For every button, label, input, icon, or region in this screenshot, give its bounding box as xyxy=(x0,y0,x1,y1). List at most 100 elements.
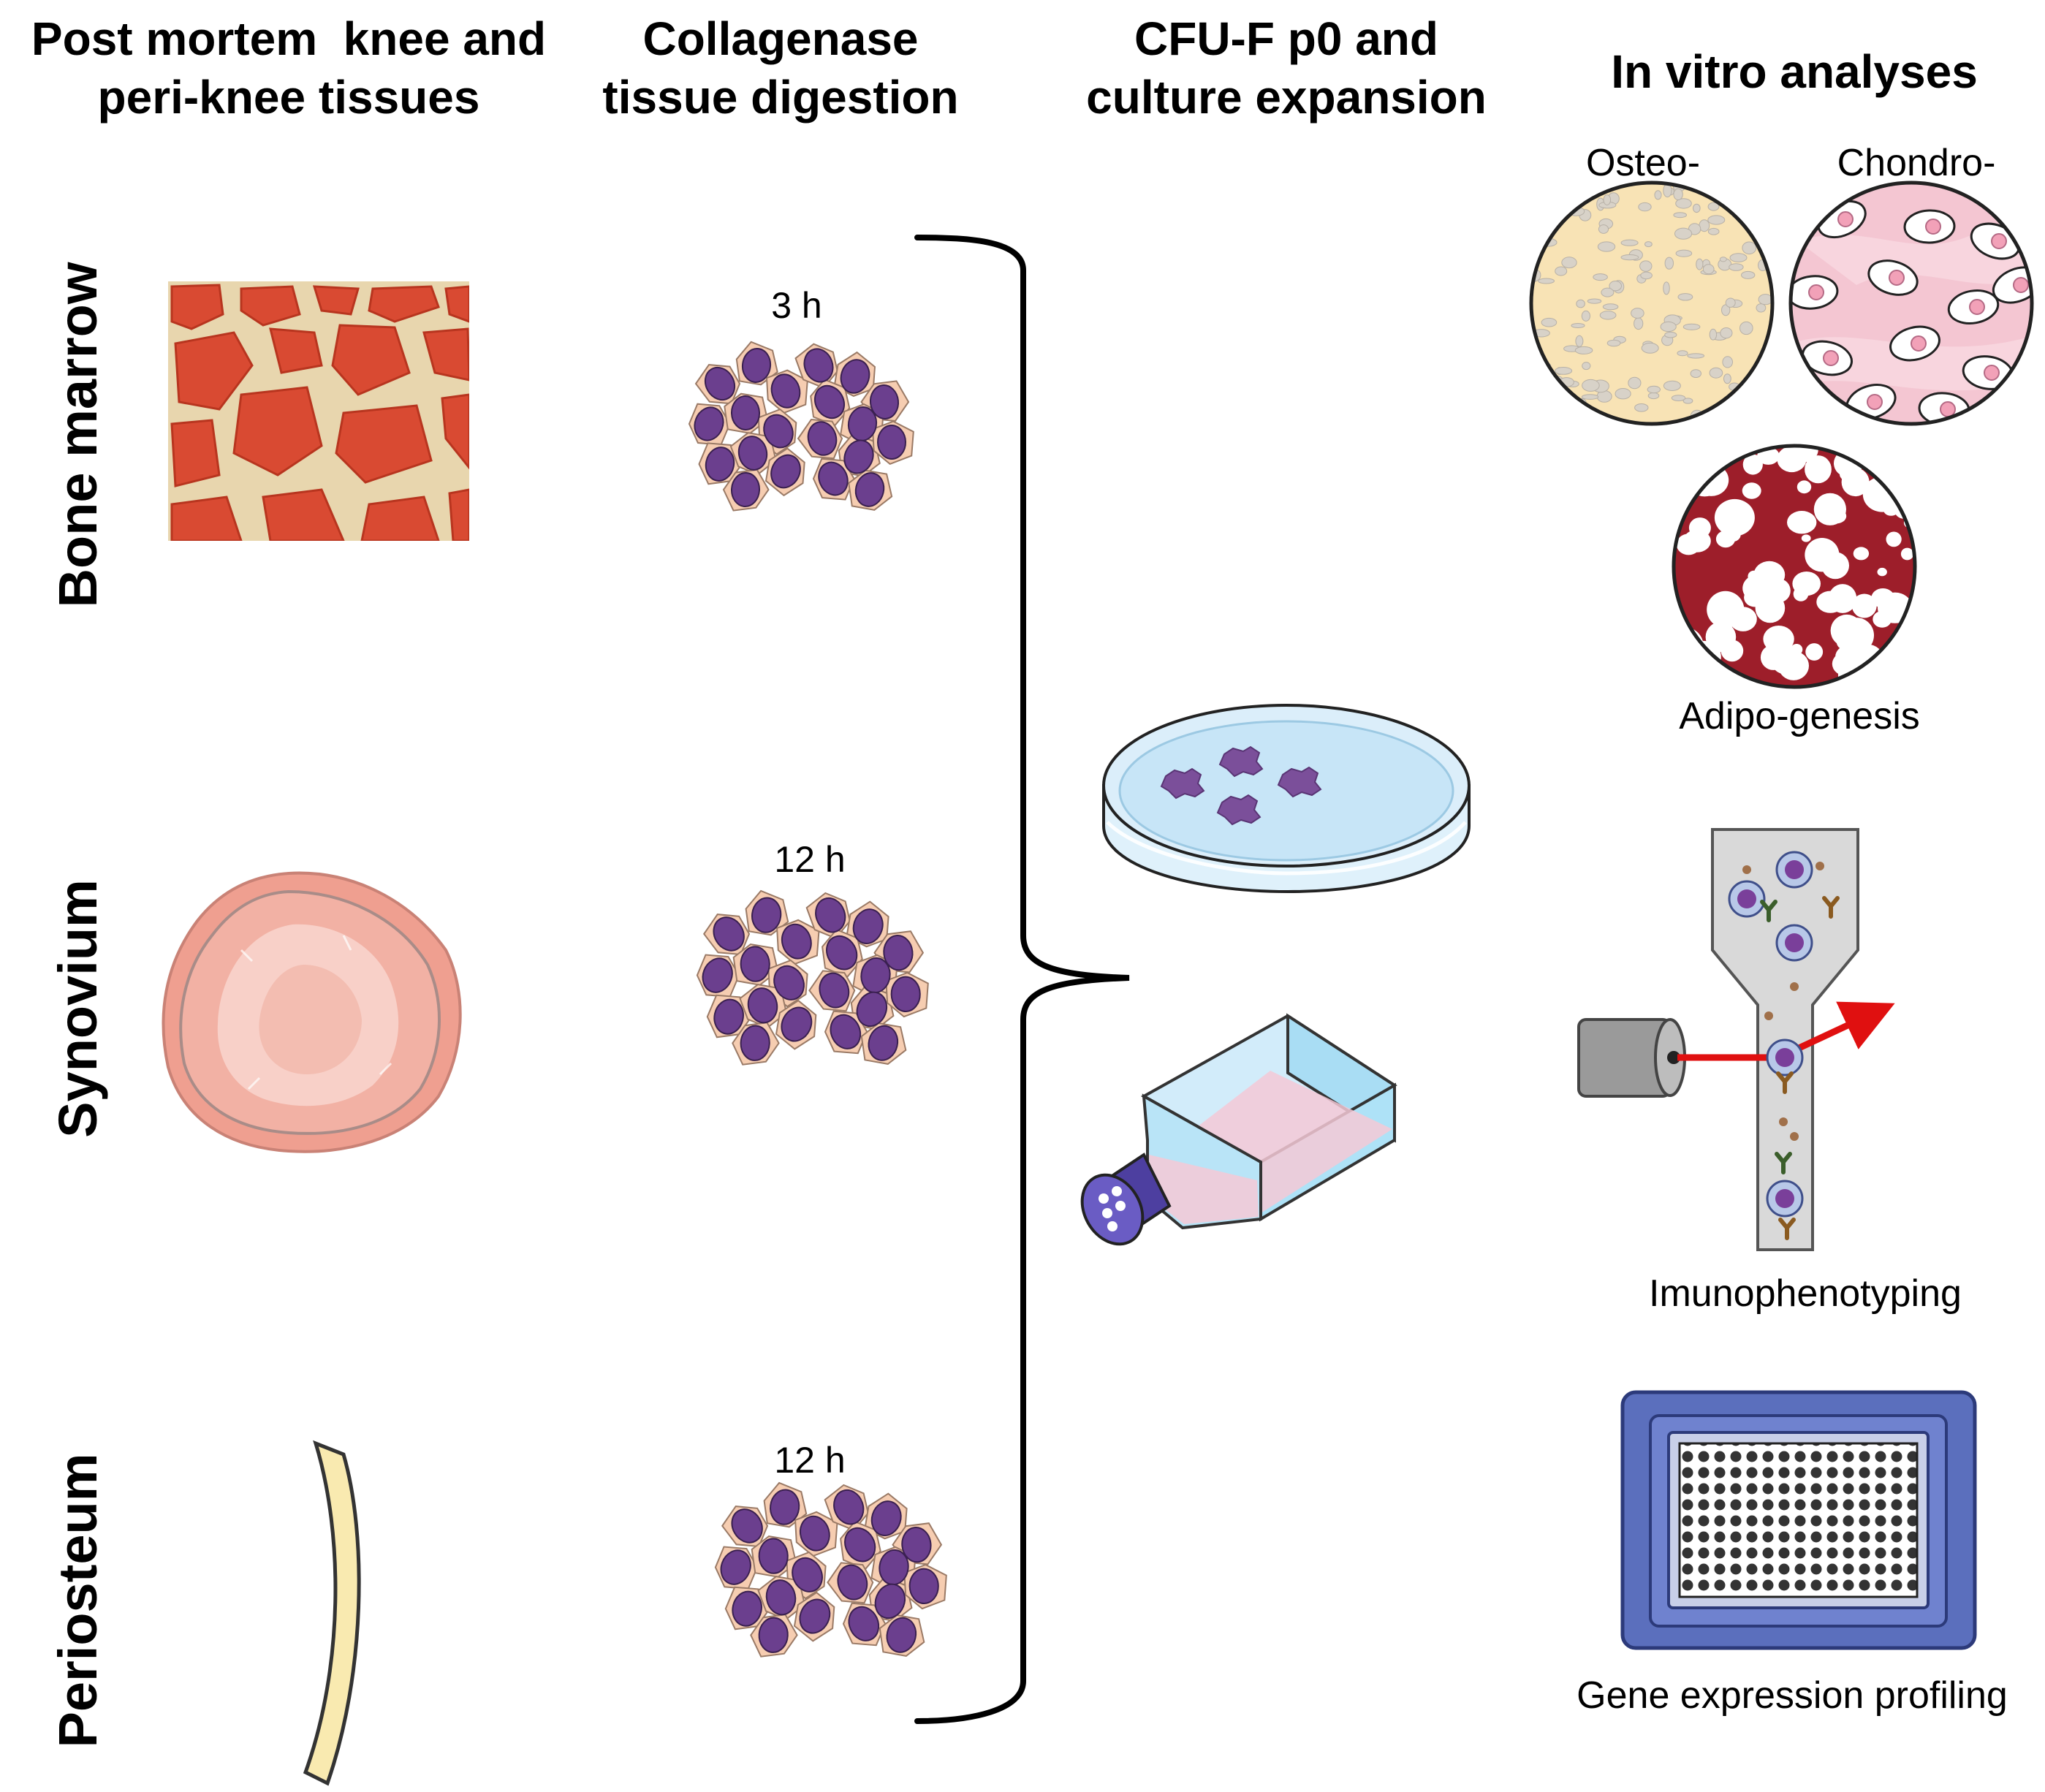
cell-nucleus xyxy=(770,454,801,489)
osteo-dot xyxy=(1707,215,1726,225)
cell-nucleus xyxy=(868,1025,899,1061)
osteo-dot xyxy=(1762,357,1770,366)
cell-nucleus xyxy=(741,348,772,383)
osteo-dot xyxy=(1674,227,1693,240)
chondrocyte-nucleus xyxy=(1925,219,1941,235)
osteo-dot xyxy=(1654,190,1662,200)
osteo-dot xyxy=(1690,369,1702,379)
osteo-dot xyxy=(1582,379,1600,392)
osteo-dot xyxy=(1598,224,1609,234)
lipid-droplet xyxy=(1805,643,1824,661)
particle xyxy=(1764,1011,1773,1020)
osteo-dot xyxy=(1671,395,1686,401)
cell-nucleus xyxy=(763,414,794,449)
particle xyxy=(1779,1117,1788,1126)
lipid-droplet xyxy=(1714,498,1755,536)
header-col1-line2: peri-knee tissues xyxy=(98,71,480,124)
cell-nucleus xyxy=(713,916,745,952)
cell-nucleus xyxy=(740,946,770,982)
osteo-dot xyxy=(1673,212,1687,219)
cell-nucleus xyxy=(813,384,846,419)
osteo-dot xyxy=(1628,376,1642,390)
lipid-droplet xyxy=(1763,626,1794,653)
lipid-droplet xyxy=(1742,482,1761,499)
osteo-dot xyxy=(1729,253,1748,262)
cell-nucleus xyxy=(747,987,778,1024)
chondrocyte-nucleus xyxy=(2013,277,2029,293)
cell-nucleus xyxy=(807,421,838,456)
header-col2-line2: tissue digestion xyxy=(602,71,958,124)
cell-nucleus xyxy=(799,1515,830,1552)
lipid-droplet xyxy=(1805,538,1840,572)
row-label-bone-marrow: Bone marrow xyxy=(48,262,108,607)
osteo-dot xyxy=(1631,308,1644,319)
osteo-dot xyxy=(1599,311,1617,320)
antibody xyxy=(1776,1071,1794,1094)
cell-nucleus xyxy=(874,1583,906,1620)
chondrocyte-nucleus xyxy=(1940,401,1956,417)
flow-cell-nucleus xyxy=(1785,933,1804,952)
lipid-droplet xyxy=(1840,467,1858,482)
osteo-dot xyxy=(1603,194,1612,205)
osteo-dot xyxy=(1569,189,1579,196)
lipid-droplet xyxy=(1778,650,1809,680)
row-label-periosteum: Periosteum xyxy=(48,1453,108,1747)
osteo-dot xyxy=(1756,303,1767,313)
lipid-droplet xyxy=(1886,531,1902,547)
cell-nucleus xyxy=(869,384,900,419)
cell-nucleus xyxy=(833,1489,865,1525)
lipid-droplet xyxy=(1787,511,1817,534)
osteo-dot xyxy=(1531,183,1539,191)
chondrocyte-nucleus xyxy=(1991,233,2007,249)
cell-nucleus xyxy=(826,935,858,971)
periosteum-icon xyxy=(303,1440,361,1786)
lipid-droplet xyxy=(1853,547,1870,561)
petri-dish-icon xyxy=(1102,704,1471,894)
lipid-droplet xyxy=(1797,480,1812,494)
cell-nucleus xyxy=(848,1606,880,1641)
culture-flask-icon xyxy=(1080,1013,1397,1246)
cell-nucleus xyxy=(702,957,733,993)
adipogenesis-label: Adipo-genesis xyxy=(1679,695,1920,737)
chondrocyte-nucleus xyxy=(1911,335,1927,352)
cell-nucleus xyxy=(781,1006,813,1042)
chondrocyte-nucleus xyxy=(1984,365,2000,381)
osteo-dot xyxy=(1729,263,1744,271)
osteo-dot xyxy=(1664,331,1677,338)
cell-nucleus xyxy=(720,1549,751,1585)
chondrocyte-nucleus xyxy=(1889,270,1905,286)
flow-cell-nucleus xyxy=(1785,860,1804,879)
adipogenesis-icon xyxy=(1672,444,1917,689)
gene-expression-label: Gene expression profiling xyxy=(1577,1674,2008,1717)
osteo-dot xyxy=(1660,321,1677,333)
osteo-dot xyxy=(1638,202,1652,212)
osteo-dot xyxy=(1709,367,1723,379)
cell-nucleus xyxy=(870,1500,902,1536)
lipid-droplet xyxy=(1851,593,1877,618)
osteo-dot xyxy=(1663,281,1670,295)
cell-nucleus xyxy=(758,1617,789,1653)
osteo-dot xyxy=(1677,350,1688,357)
cell-nucleus xyxy=(737,436,768,471)
osteo-dot xyxy=(1574,346,1593,354)
osteo-dot xyxy=(1696,258,1704,270)
antibody xyxy=(1760,900,1777,922)
cell-nucleus xyxy=(837,1564,868,1601)
osteo-dot xyxy=(1531,371,1544,385)
cell-nucleus xyxy=(770,1489,800,1525)
cell-nucleus xyxy=(803,348,834,383)
lipid-droplet xyxy=(1900,547,1914,561)
osteo-dot xyxy=(1767,409,1772,421)
row-label-synovium: Synovium xyxy=(48,879,108,1138)
lipid-droplet xyxy=(1688,464,1721,497)
osteo-dot xyxy=(1555,367,1573,375)
osteo-dot xyxy=(1587,298,1602,304)
osteo-dot xyxy=(1720,193,1736,205)
cell-nucleus xyxy=(730,472,761,507)
digestion-time-periosteum: 12 h xyxy=(774,1440,845,1481)
digestion-time-synovium: 12 h xyxy=(774,839,845,880)
chondrocyte-nucleus xyxy=(1837,211,1854,227)
chondrocyte-nucleus xyxy=(1823,350,1839,366)
osteo-dot xyxy=(1738,403,1746,411)
cell-nucleus xyxy=(844,1527,876,1563)
